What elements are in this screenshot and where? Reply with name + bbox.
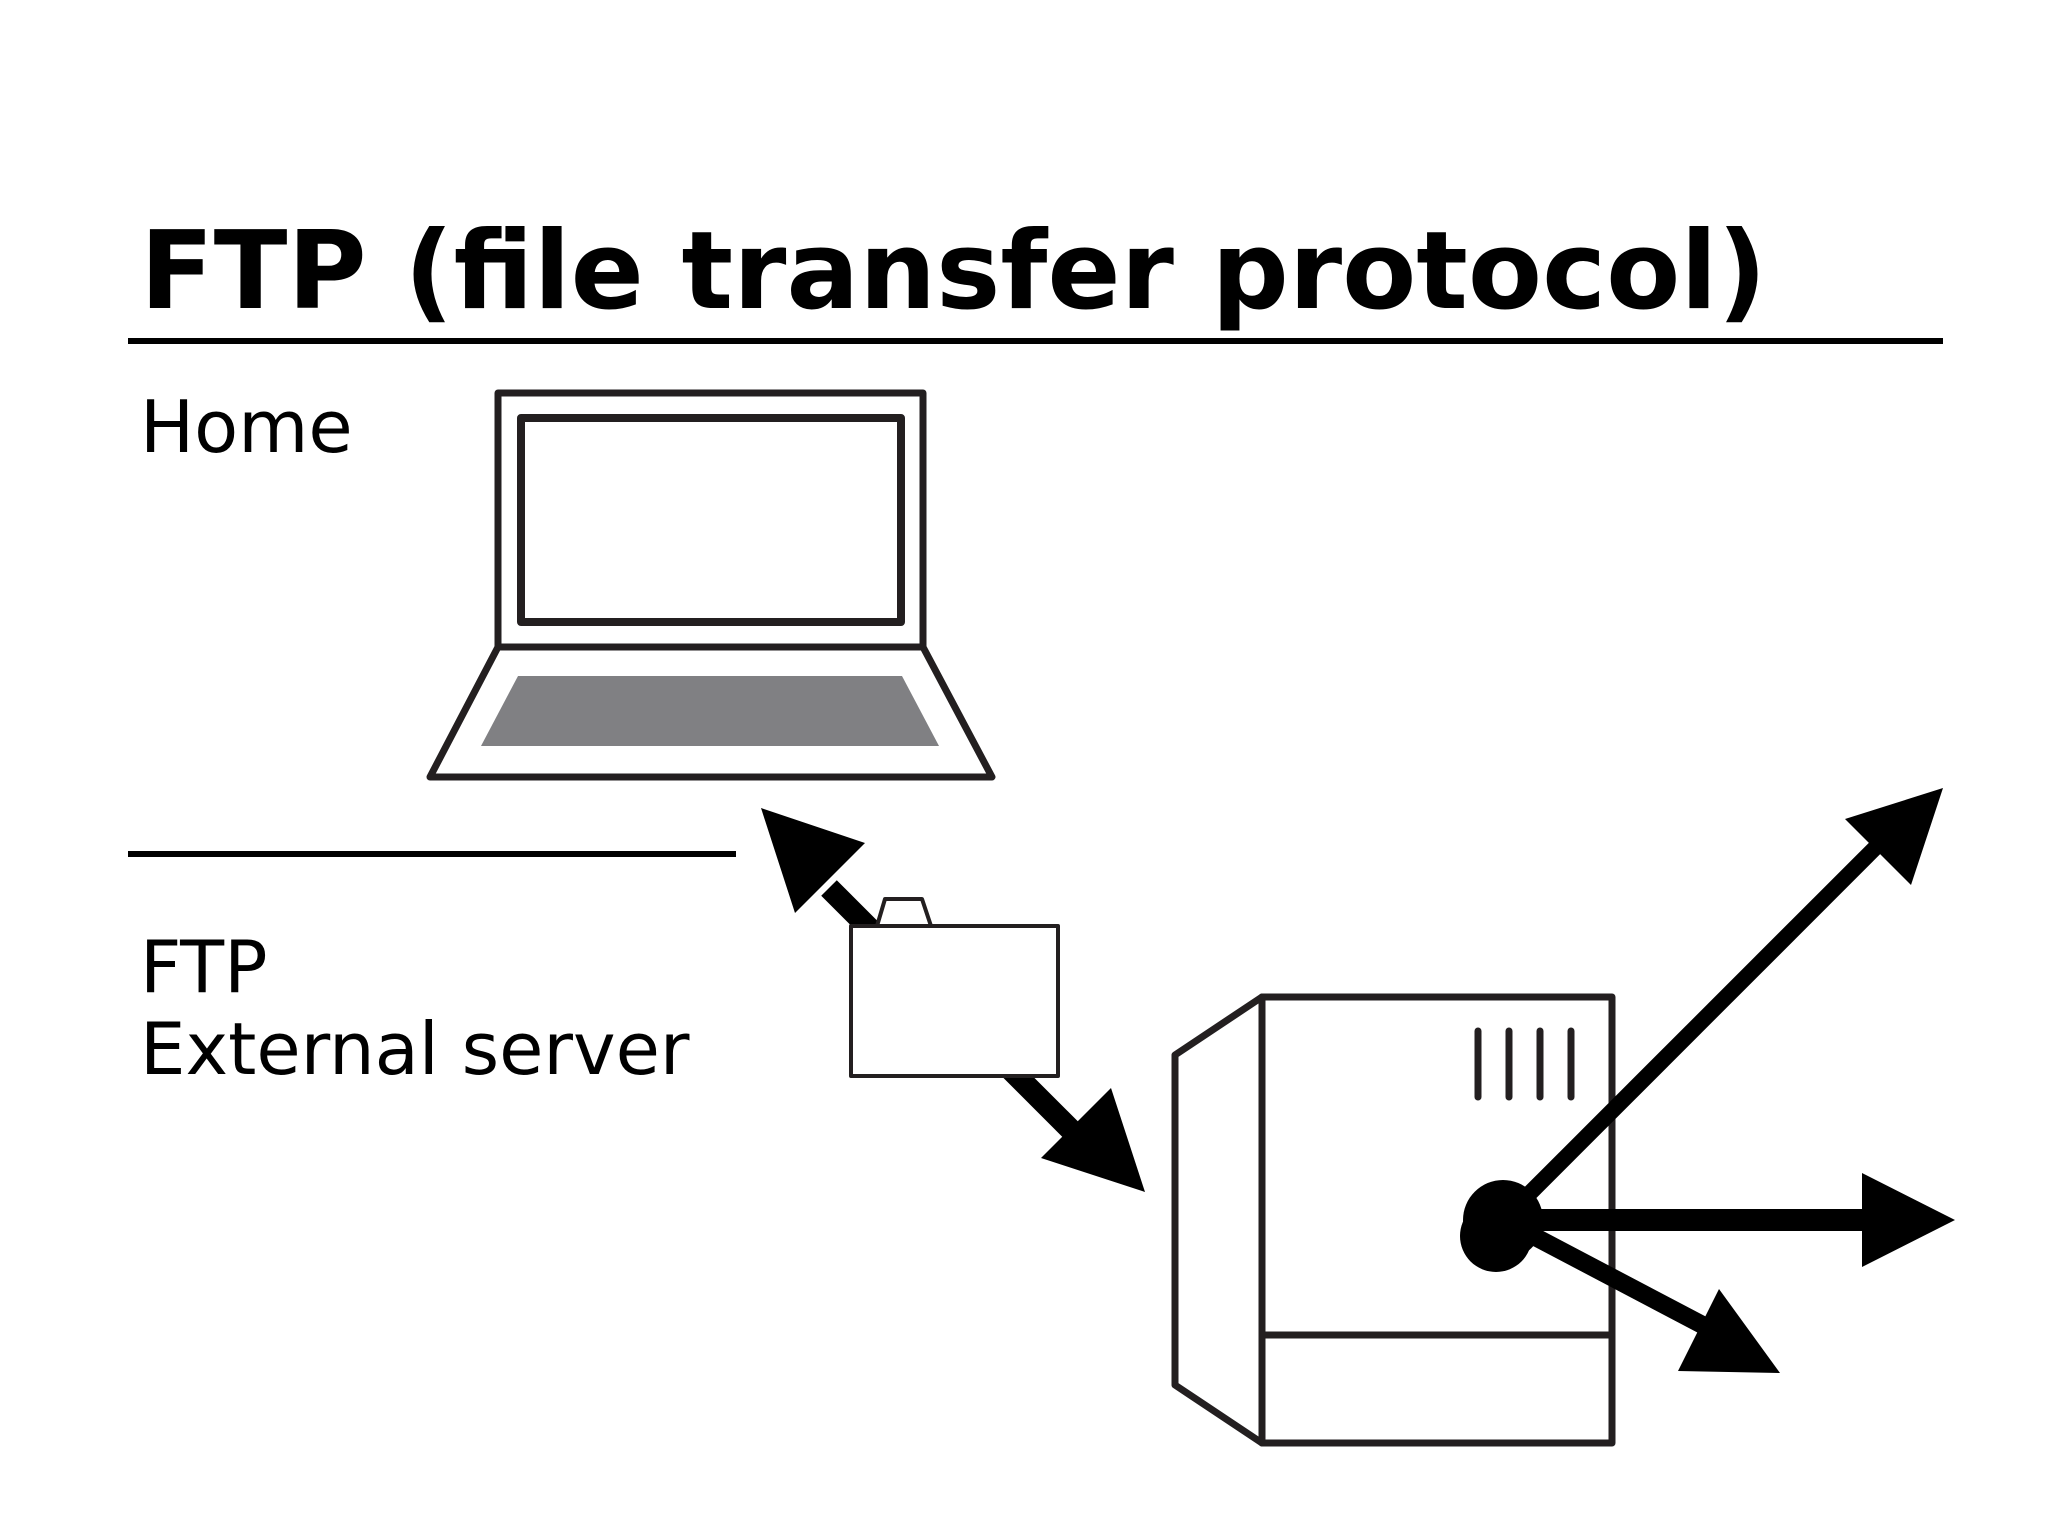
arrow-up-right-shaft — [1497, 822, 1901, 1226]
page-title: FTP (file transfer protocol) — [140, 209, 1767, 334]
server-vents — [1474, 1027, 1575, 1101]
folder-icon — [849, 897, 1060, 1078]
laptop-screen-outer — [494, 389, 927, 651]
arrow-head-up — [761, 808, 865, 913]
arrow-down-right-head — [1678, 1289, 1780, 1373]
server-side — [1171, 993, 1266, 1447]
arrow-head-down — [1041, 1088, 1145, 1192]
arrow-right-head — [1862, 1173, 1955, 1267]
folder-tab — [875, 897, 933, 928]
outgoing-arrows — [1460, 788, 1955, 1373]
ftp-label-line1: FTP — [140, 925, 268, 1009]
home-section-label: Home — [140, 385, 353, 469]
laptop-base — [426, 643, 996, 781]
folder-body — [849, 924, 1060, 1078]
ftp-label-line2: External server — [140, 1007, 690, 1091]
ftp-section-label: FTP External server — [140, 926, 690, 1090]
laptop-icon — [426, 389, 996, 781]
arrow-up-right-head — [1845, 788, 1943, 885]
laptop-keyboard — [481, 676, 939, 746]
laptop-screen-inner — [517, 414, 905, 626]
